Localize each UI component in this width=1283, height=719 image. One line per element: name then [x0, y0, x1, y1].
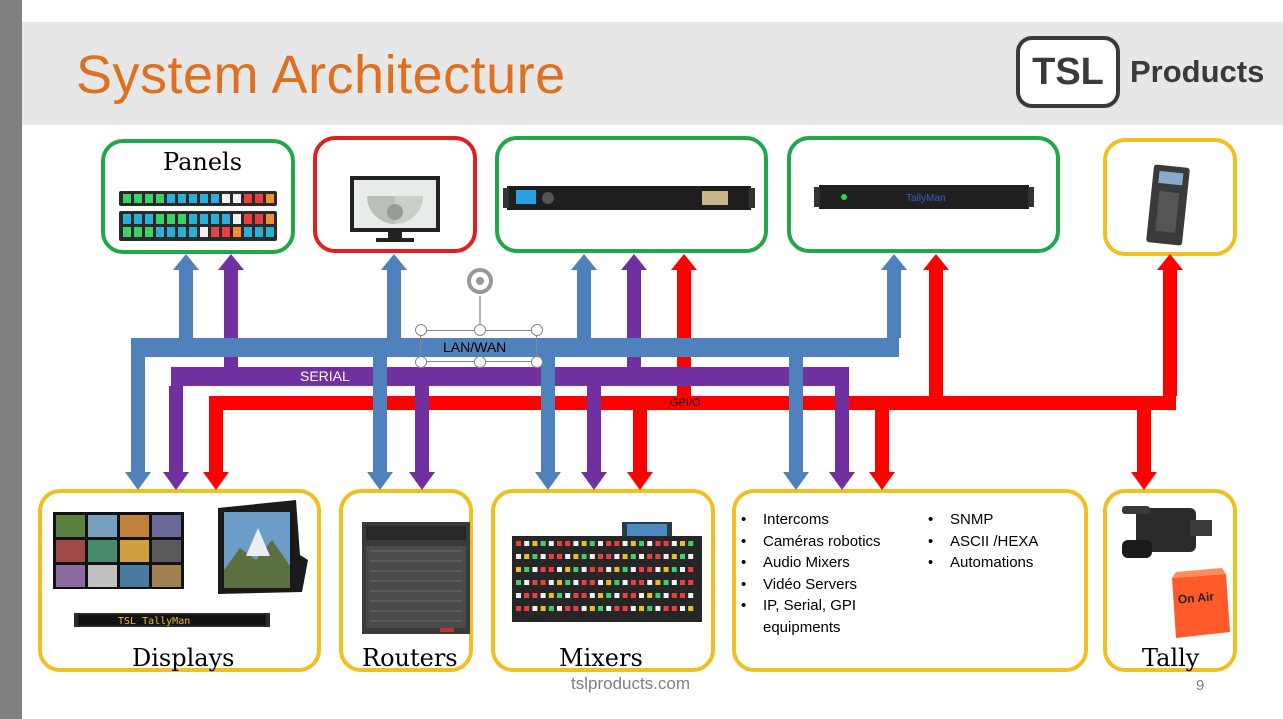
panel-device-bottom — [119, 211, 277, 241]
list-item: Caméras robotics — [737, 531, 881, 553]
controller-device: TallyMan — [814, 185, 1034, 209]
serial-label: SERIAL — [300, 368, 350, 384]
lan-bus — [125, 254, 907, 490]
svg-text:TallyMan: TallyMan — [906, 193, 945, 204]
resize-handle-tr[interactable] — [531, 324, 543, 336]
on-air-text: On Air — [1177, 589, 1215, 606]
list-item: Audio Mixers — [737, 552, 881, 574]
displays-label: Displays — [132, 644, 235, 672]
equipment-list-left: Intercoms Caméras robotics Audio Mixers … — [737, 509, 881, 638]
mixer-device — [512, 522, 702, 622]
footer-url: tslproducts.com — [571, 674, 691, 693]
list-item: SNMP — [924, 509, 1038, 531]
resize-handle-bl[interactable] — [415, 356, 427, 368]
list-item: Vidéo Servers — [737, 574, 881, 596]
tallyman-display-device: TSL TallyMan — [74, 613, 270, 627]
equipment-list-right: SNMP ASCII /HEXA Automations — [924, 509, 1038, 574]
remote-panel-device — [1146, 164, 1190, 246]
serial-bus — [163, 254, 855, 490]
slide-top-strip — [22, 0, 1283, 22]
gpio-bus — [203, 254, 1183, 490]
logo-mark: TSL — [1016, 36, 1120, 108]
tally-label: Tally — [1142, 644, 1200, 672]
list-item: Automations — [924, 552, 1038, 574]
page-number: 9 — [1196, 677, 1205, 694]
tallyman-display-text: TSL TallyMan — [118, 616, 190, 627]
camera-device — [1122, 506, 1212, 558]
rack-device — [503, 186, 755, 210]
monitor-device — [350, 176, 440, 242]
resize-handle-br[interactable] — [531, 356, 543, 368]
panels-label: Panels — [163, 148, 243, 176]
lan-label[interactable]: LAN/WAN — [443, 339, 507, 355]
monitor-display-device — [218, 500, 308, 594]
multiviewer-screen — [53, 512, 184, 589]
resize-handle-tl[interactable] — [415, 324, 427, 336]
router-device — [362, 522, 470, 634]
routers-label: Routers — [362, 644, 458, 672]
list-item: IP, Serial, GPI equipments — [737, 595, 873, 638]
resize-handle-tm[interactable] — [474, 324, 486, 336]
mixers-label: Mixers — [559, 644, 643, 672]
logo-text: Products — [1130, 54, 1265, 89]
list-item: Intercoms — [737, 509, 881, 531]
slide-left-bar — [0, 0, 22, 719]
list-item: ASCII /HEXA — [924, 531, 1038, 553]
slide-title: System Architecture — [76, 45, 566, 105]
rotate-handle-icon[interactable] — [467, 268, 493, 330]
panel-device-top — [119, 191, 277, 206]
resize-handle-bm[interactable] — [474, 356, 486, 368]
on-air-light: On Air — [1172, 568, 1230, 638]
gpio-label: GPI/O — [670, 397, 701, 409]
